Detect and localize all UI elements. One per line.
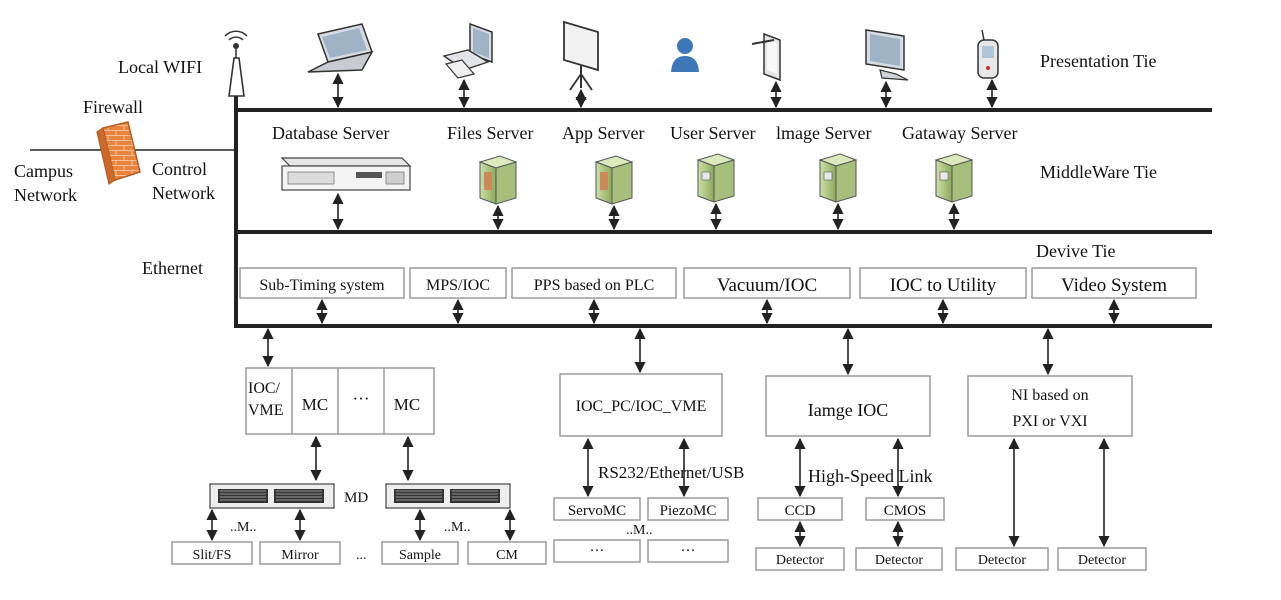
md1-m-dots: ..M.. xyxy=(230,520,256,535)
svg-text:CCD: CCD xyxy=(785,503,816,519)
server-arrows xyxy=(332,192,960,231)
leaf-cm: CM xyxy=(467,541,547,565)
svg-text:Detector: Detector xyxy=(875,553,924,568)
server-label-image: lmage Server xyxy=(776,123,871,143)
server-label-database: Database Server xyxy=(272,123,389,143)
motor-driver-2 xyxy=(385,483,511,509)
svg-text:Detector: Detector xyxy=(978,553,1027,568)
servo-mc-box: ServoMC xyxy=(553,497,641,521)
motor-driver-1 xyxy=(209,483,335,509)
leaf-sample: Sample xyxy=(381,541,459,565)
md2-m-dots: ..M.. xyxy=(444,520,470,535)
monitor-icon xyxy=(865,29,909,81)
ccd-box: CCD xyxy=(757,497,843,521)
md-leaf-arrows xyxy=(206,508,516,542)
tower-server-icon-user xyxy=(696,153,736,203)
cmos-detector-box: Detector xyxy=(855,547,943,571)
middleware-tier-label: MiddleWare Tie xyxy=(1040,162,1157,182)
device-label-pps: PPS based on PLC xyxy=(534,277,654,294)
ethernet-label: Ethernet xyxy=(142,258,203,278)
ioc-pc-m-dots: ..M.. xyxy=(626,523,652,538)
firewall-label: Firewall xyxy=(83,97,143,117)
leaf-dots: ... xyxy=(356,548,367,563)
device-label-sub-timing: Sub-Timing system xyxy=(259,277,385,294)
presentation-tier-label: Presentation Tie xyxy=(1040,51,1157,71)
campus-network-label-2: Network xyxy=(14,185,77,205)
svg-text:Mirror: Mirror xyxy=(281,548,319,563)
tablet-pen-icon xyxy=(751,32,781,82)
mc-card-ellipsis: ··· xyxy=(353,389,370,408)
firewall-icon xyxy=(96,121,141,185)
mobile-phone-icon xyxy=(977,29,999,79)
device-box-pps: PPS based on PLC xyxy=(511,267,677,299)
md-label: MD xyxy=(344,490,368,506)
laptop-icon xyxy=(307,23,374,73)
rack-server-icon xyxy=(280,157,412,191)
device-label-mps-ioc: MPS/IOC xyxy=(426,277,490,294)
server-label-app: App Server xyxy=(562,123,644,143)
device-box-video: Video System xyxy=(1031,267,1197,299)
svg-text:···: ··· xyxy=(590,543,605,559)
control-network-label-2: Network xyxy=(152,183,215,203)
rs232-link-label: RS232/Ethernet/USB xyxy=(598,463,744,482)
tower-server-icon-gateway xyxy=(934,153,974,203)
device-tier-label: Devive Tie xyxy=(1036,241,1116,261)
svg-text:Slit/FS: Slit/FS xyxy=(193,548,232,563)
leaf-mirror: Mirror xyxy=(259,541,341,565)
tower-server-icon-image xyxy=(818,153,858,203)
svg-text:Sample: Sample xyxy=(399,548,441,563)
mc-card-2: MC xyxy=(394,395,420,414)
ccd-detector-box: Detector xyxy=(755,547,845,571)
svg-text:Detector: Detector xyxy=(776,553,825,568)
image-ioc-box: Iamge IOC xyxy=(765,375,931,437)
piezo-child-box: ··· xyxy=(647,539,729,563)
ni-label-1: NI based on xyxy=(1011,387,1088,404)
high-speed-link-label: High-Speed Link xyxy=(808,466,932,486)
image-ioc-label: Iamge IOC xyxy=(808,400,888,420)
ioc-vme-label-2: VME xyxy=(248,402,284,419)
servo-child-box: ··· xyxy=(553,539,641,563)
cmos-box: CMOS xyxy=(865,497,945,521)
svg-text:CMOS: CMOS xyxy=(884,503,927,519)
svg-text:CM: CM xyxy=(496,548,518,563)
device-box-vacuum: Vacuum/IOC xyxy=(683,267,851,299)
server-label-gateway: Gataway Server xyxy=(902,123,1017,143)
svg-text:Detector: Detector xyxy=(1078,553,1127,568)
ni-label-2: PXI or VXI xyxy=(1012,413,1087,430)
ni-box: NI based on PXI or VXI xyxy=(967,375,1133,437)
tower-server-icon-files xyxy=(478,155,518,205)
mc-card-1: MC xyxy=(302,395,328,414)
server-label-user: User Server xyxy=(670,123,755,143)
ni-detector-box-2: Detector xyxy=(1057,547,1147,571)
device-box-sub-timing: Sub-Timing system xyxy=(239,267,405,299)
ioc-vme-label-1: IOC/ xyxy=(248,380,281,397)
device-label-vacuum: Vacuum/IOC xyxy=(717,275,817,296)
ni-detector-box-1: Detector xyxy=(955,547,1049,571)
tower-server-icon-app xyxy=(594,155,634,205)
control-network-label-1: Control xyxy=(152,159,207,179)
device-label-video: Video System xyxy=(1061,275,1167,296)
ioc-pc-label: IOC_PC/IOC_VME xyxy=(576,398,707,415)
local-wifi-label: Local WIFI xyxy=(118,57,202,77)
ioc-pc-box: IOC_PC/IOC_VME xyxy=(559,373,723,437)
device-box-mps-ioc: MPS/IOC xyxy=(409,267,507,299)
ioc-vme-crate: IOC/ VME MC ··· MC xyxy=(245,367,435,435)
presentation-arrows xyxy=(332,72,998,109)
antenna-icon xyxy=(224,30,248,97)
leaf-slit-fs: Slit/FS xyxy=(171,541,253,565)
campus-network-label-1: Campus xyxy=(14,161,73,181)
svg-text:ServoMC: ServoMC xyxy=(568,503,626,519)
user-icon xyxy=(671,38,699,72)
svg-text:PiezoMC: PiezoMC xyxy=(660,503,717,519)
desktop-computer-icon xyxy=(442,22,493,79)
device-box-utility: IOC to Utility xyxy=(859,267,1027,299)
device-label-utility: IOC to Utility xyxy=(890,275,997,296)
server-label-files: Files Server xyxy=(447,123,533,143)
lower-bus-arrows xyxy=(262,327,1054,376)
piezo-mc-box: PiezoMC xyxy=(647,497,729,521)
device-arrows xyxy=(316,298,1120,325)
projector-screen-icon xyxy=(563,20,599,91)
svg-text:···: ··· xyxy=(681,543,696,559)
